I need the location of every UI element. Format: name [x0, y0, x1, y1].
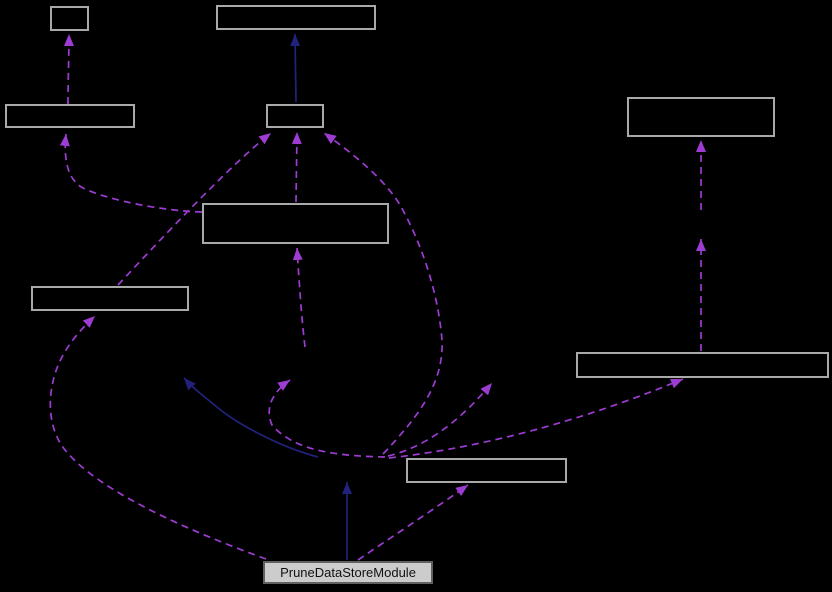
usage-edge — [63, 33, 74, 105]
class-node[interactable] — [406, 458, 567, 483]
main-class-label: PruneDataStoreModule — [280, 565, 416, 580]
class-node[interactable] — [627, 97, 775, 137]
usage-edge — [291, 131, 302, 203]
usage-edge — [323, 132, 443, 455]
inheritance-edge — [290, 33, 301, 103]
class-node[interactable] — [5, 104, 135, 128]
class-node[interactable] — [216, 5, 376, 30]
class-node[interactable] — [576, 352, 829, 378]
usage-edge — [49, 315, 267, 560]
usage-edge — [59, 133, 203, 213]
class-node[interactable] — [31, 286, 189, 311]
usage-edge — [357, 484, 469, 561]
usage-edge — [388, 378, 684, 459]
class-node[interactable] — [50, 6, 89, 31]
class-node[interactable] — [266, 104, 324, 128]
inheritance-edge — [183, 377, 319, 458]
usage-edge — [268, 379, 386, 458]
usage-edge — [292, 247, 306, 348]
class-node[interactable] — [202, 203, 389, 244]
usage-edge — [117, 132, 272, 286]
main-class-node: PruneDataStoreModule — [263, 561, 433, 584]
usage-edge — [387, 382, 493, 457]
